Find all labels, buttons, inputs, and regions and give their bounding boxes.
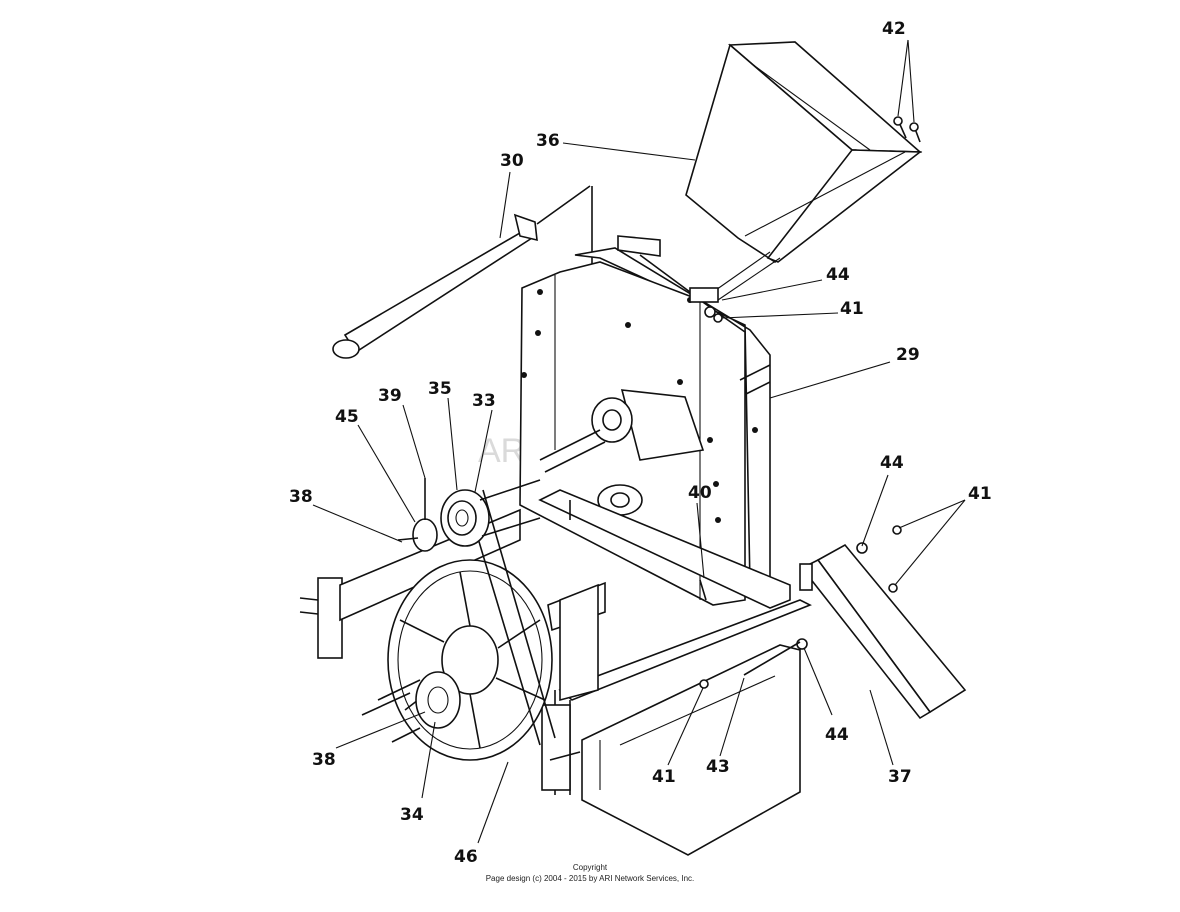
callout-35: 35 [428,379,452,399]
callout-37: 37 [888,767,912,787]
part-small-pulley[interactable] [440,479,541,547]
callout-41: 41 [840,299,864,319]
callout-42: 42 [882,19,906,39]
part-bolts-42[interactable] [893,116,921,143]
callout-44: 44 [826,265,850,285]
callout-44: 44 [880,453,904,473]
callout-38: 38 [289,487,313,507]
part-frame[interactable] [299,489,812,856]
callout-41: 41 [968,484,992,504]
callout-38: 38 [312,750,336,770]
part-large-pulley[interactable] [361,559,553,761]
callout-44: 44 [825,725,849,745]
callout-39: 39 [378,386,402,406]
callout-29: 29 [896,345,920,365]
callout-46: 46 [454,847,478,867]
callout-45: 45 [335,407,359,427]
callout-30: 30 [500,151,524,171]
callout-34: 34 [400,805,424,825]
part-discharge-chute[interactable] [799,543,967,720]
callout-43: 43 [706,757,730,777]
footer-copyright: Copyright [572,863,608,872]
callout-41: 41 [652,767,676,787]
callout-36: 36 [536,131,560,151]
part-hopper[interactable] [685,41,923,301]
part-housing[interactable] [519,235,771,606]
leader-lines [312,39,966,844]
callout-33: 33 [472,391,496,411]
part-hub-upper[interactable] [397,478,438,552]
footer-credit: Page design (c) 2004 - 2015 by ARI Netwo… [485,874,695,883]
callouts: 42 36 30 44 41 29 39 35 33 45 44 41 38 4… [289,19,992,867]
callout-40: 40 [688,483,712,503]
